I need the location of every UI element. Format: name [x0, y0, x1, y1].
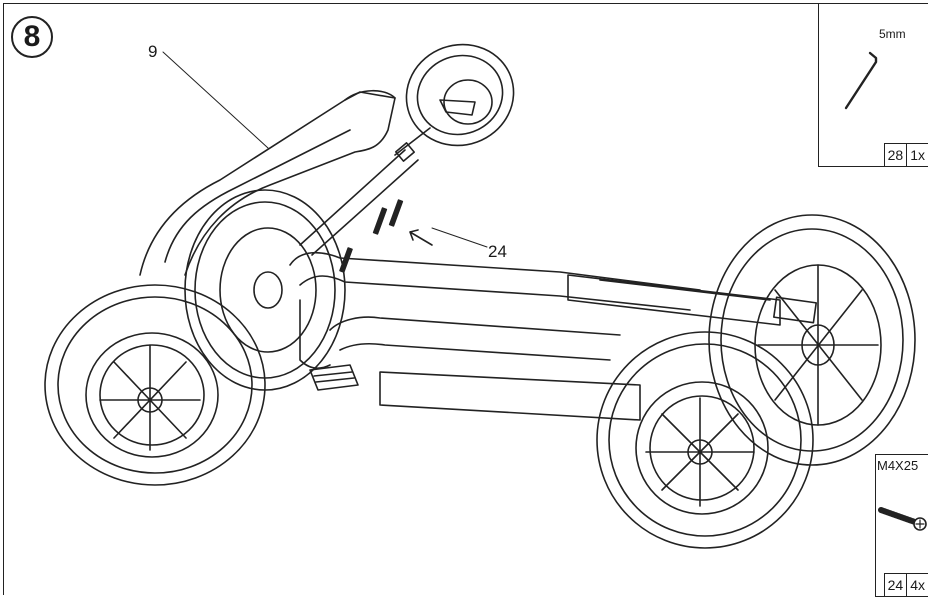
hardware-quantity-row: 24 4x [883, 573, 928, 596]
bolts [339, 199, 404, 273]
tool-size-label: 5mm [879, 27, 906, 41]
tool-part-number: 28 [887, 147, 904, 163]
hex-key-icon [844, 51, 878, 110]
front-right-wheel [596, 331, 814, 549]
steering-column [299, 127, 431, 256]
hardware-panel: M4X25 24 4x [875, 454, 928, 597]
tool-quantity: 1x [906, 144, 928, 166]
front-left-wheel [44, 284, 266, 486]
callout-part-9: 9 [148, 42, 158, 61]
insert-arrow [409, 229, 433, 246]
screw-icon [878, 507, 927, 531]
hardware-quantity: 4x [906, 574, 928, 596]
callout-part-24: 24 [488, 242, 507, 261]
step-number: 8 [11, 16, 53, 58]
screw-spec-label: M4X25 [877, 458, 919, 473]
instruction-frame [3, 3, 927, 595]
pedal [309, 364, 359, 391]
chassis [289, 251, 817, 421]
tool-panel: 5mm 28 1x [818, 3, 928, 167]
steering-wheel [405, 43, 515, 147]
hardware-part-number: 24 [887, 577, 904, 593]
rear-left-wheel [184, 189, 346, 391]
seat-frame [139, 89, 396, 276]
tool-quantity-row: 28 1x [883, 143, 928, 166]
